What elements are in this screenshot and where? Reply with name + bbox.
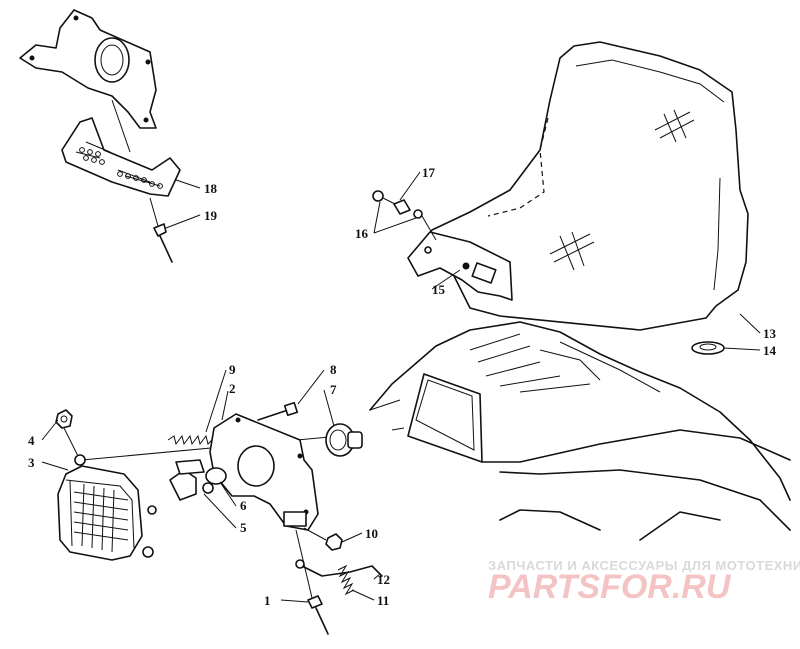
callout-13: 13 — [763, 326, 777, 341]
item-19-screw — [149, 197, 173, 263]
item-3-headlight — [57, 427, 157, 561]
callout-7: 7 — [330, 382, 337, 397]
callout-16: 16 — [355, 226, 369, 241]
item-10-nut — [303, 527, 343, 551]
callout-18: 18 — [204, 181, 218, 196]
item-18-mesh-bracket — [61, 99, 181, 197]
callout-4: 4 — [28, 433, 35, 448]
callout-6: 6 — [240, 498, 247, 513]
watermark: ЗАПЧАСТИ И АКСЕССУАРЫ ДЛЯ МОТОТЕХНИКИ PA… — [488, 558, 800, 606]
watermark-tagline: ЗАПЧАСТИ И АКСЕССУАРЫ ДЛЯ МОТОТЕХНИКИ — [488, 558, 800, 573]
callout-leaders — [41, 171, 761, 603]
callout-19: 19 — [204, 208, 218, 223]
item-1-screw — [295, 529, 329, 635]
mounting-bracket-upper — [19, 9, 157, 129]
hood-body — [369, 321, 791, 541]
item-2-mounting-plate — [209, 413, 319, 531]
callout-5: 5 — [240, 520, 247, 535]
callout-12: 12 — [377, 572, 390, 587]
callout-14: 14 — [763, 343, 777, 358]
item-11-12-harness — [295, 559, 383, 596]
callout-1: 1 — [264, 593, 271, 608]
windshield-mount-bracket — [407, 231, 513, 301]
callout-3: 3 — [28, 455, 35, 470]
watermark-logo: PARTSFOR.RU — [488, 568, 732, 606]
item-5-6-bulb-socket — [169, 459, 227, 501]
item-16-17-fasteners — [372, 190, 437, 241]
callout-10: 10 — [365, 526, 378, 541]
callout-9: 9 — [229, 362, 236, 377]
callout-numbers: 1 2 3 4 5 6 7 8 9 10 11 12 13 14 15 16 1… — [28, 165, 777, 608]
callout-2: 2 — [229, 381, 236, 396]
item-7-adjuster-knob — [325, 423, 363, 457]
callout-17: 17 — [422, 165, 436, 180]
item-14-grommet — [691, 341, 725, 355]
item-13-windshield — [419, 41, 749, 331]
callout-8: 8 — [330, 362, 337, 377]
item-4-nut — [55, 409, 73, 429]
callout-11: 11 — [377, 593, 389, 608]
callout-15: 15 — [432, 282, 446, 297]
item-8-bolt — [257, 401, 299, 421]
